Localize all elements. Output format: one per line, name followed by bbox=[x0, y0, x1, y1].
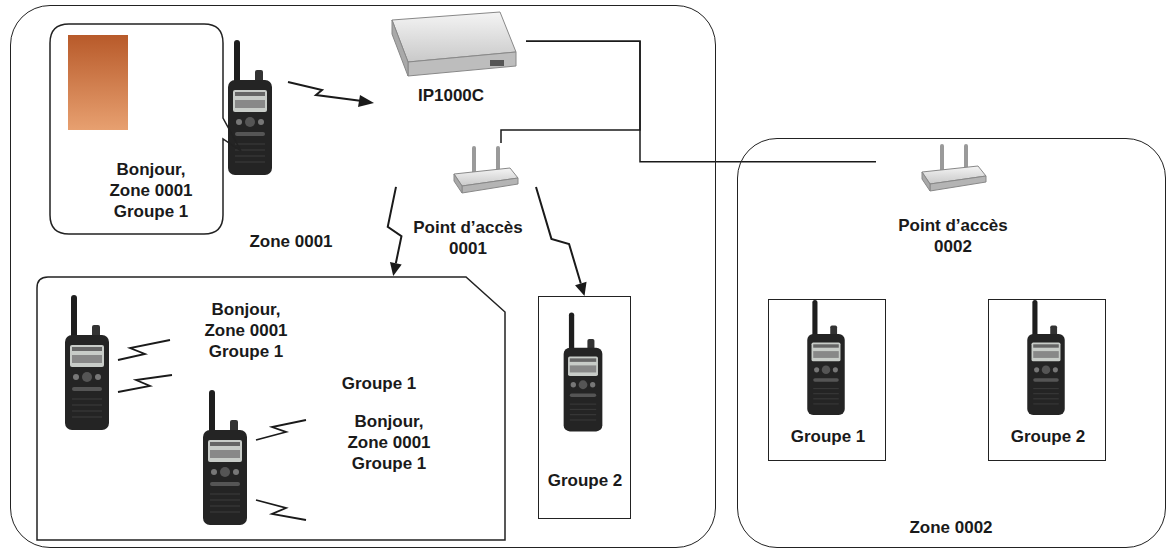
controller: IP1000C bbox=[381, 9, 526, 110]
node-label: Groupe 2 bbox=[540, 470, 630, 491]
access-point bbox=[922, 144, 986, 191]
node-label: Zone 0002 bbox=[891, 517, 1011, 538]
voice-picture bbox=[68, 35, 128, 130]
radio bbox=[807, 300, 844, 415]
radio-link bbox=[536, 187, 587, 296]
network-cable bbox=[501, 41, 640, 143]
group-region: Bonjour, Zone 0001 Groupe 1 Groupe 1 Bonjo… bbox=[36, 276, 506, 541]
arrowhead bbox=[390, 262, 402, 276]
node-label: Zone 0001 bbox=[236, 231, 346, 252]
signal-mark bbox=[118, 340, 306, 520]
group-box: Groupe 2 bbox=[538, 296, 631, 519]
access-point: Point d’accès 0002 bbox=[876, 141, 1026, 263]
node-label: Point d’accès 0002 bbox=[890, 215, 1016, 257]
radio bbox=[65, 295, 109, 430]
node-label: Bonjour, Zone 0001 Groupe 1 bbox=[337, 411, 441, 474]
radio bbox=[228, 40, 272, 175]
node-label: Bonjour, Zone 0001 Groupe 1 bbox=[194, 299, 298, 362]
controller-device bbox=[392, 12, 516, 76]
radio bbox=[1027, 300, 1064, 415]
node-label: Groupe 2 bbox=[993, 426, 1103, 447]
node-label: Groupe 1 bbox=[329, 373, 429, 394]
arrowhead bbox=[575, 282, 587, 296]
node-label: Groupe 1 bbox=[773, 426, 883, 447]
radio-link bbox=[388, 187, 402, 276]
node-label: Bonjour, Zone 0001 Groupe 1 bbox=[101, 159, 201, 222]
zone-region: Zone 0002 Point d’accès 0002Groupe 1 Group… bbox=[737, 138, 1166, 548]
access-point bbox=[454, 146, 518, 193]
radio bbox=[564, 313, 603, 432]
transmission bbox=[288, 82, 362, 101]
group-box: Groupe 1 bbox=[768, 299, 886, 461]
zone-region: Zone 0001Bonjour, Zone 0001 Groupe 1IP10… bbox=[10, 5, 716, 548]
radio bbox=[203, 390, 247, 525]
network-cable bbox=[526, 41, 876, 161]
arrowhead bbox=[358, 95, 374, 107]
access-point: Point d’accès 0001 bbox=[396, 143, 536, 265]
node-label: Point d’accès 0001 bbox=[405, 217, 531, 259]
speech-bubble: Bonjour, Zone 0001 Groupe 1 bbox=[49, 23, 224, 235]
group-box: Groupe 2 bbox=[988, 299, 1106, 461]
node-label: IP1000C bbox=[391, 85, 511, 106]
